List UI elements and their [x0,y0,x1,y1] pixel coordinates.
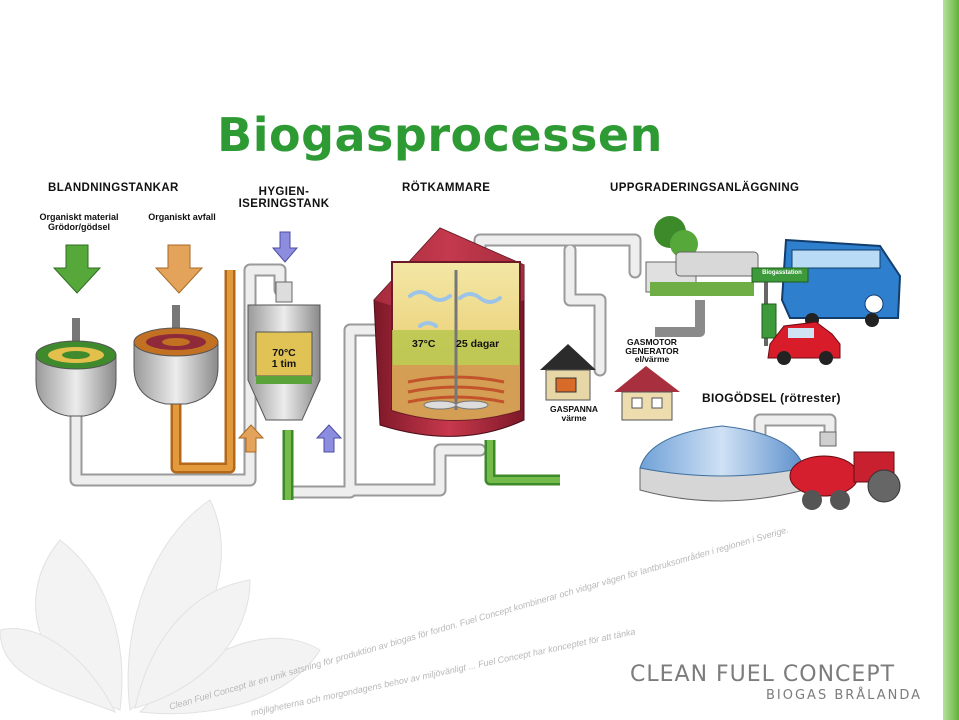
mixing-tank-2 [133,305,219,405]
section-hygien-line1: HYGIEN- [258,186,310,198]
bus [780,238,902,327]
fertilizer-storage [639,425,837,502]
upgrading-plant [645,216,759,296]
gas-engine-label: GASMOTOR GENERATOR el/värme [620,338,684,364]
hygien-time: 1 tim [271,358,297,370]
biogas-station [751,267,809,346]
station-sign: Biogasstation [762,270,802,276]
brand-name: CLEAN FUEL CONCEPT [630,662,896,687]
gas-engine-line1: GASMOTOR [627,337,677,347]
input-organic-waste: Organiskt avfall [148,212,216,222]
section-mixing-tanks: BLANDNINGSTANKAR [48,182,179,194]
gas-engine-line2: GENERATOR [625,345,679,356]
arrow-up-orange-icon [237,424,265,453]
flower-watermark [0,499,321,715]
arrow-hygien-in-icon [271,231,299,263]
car [767,321,841,365]
digester-tank [373,227,525,437]
hygien-tank-label: 70°C 1 tim [256,348,312,370]
gas-boiler-house [540,344,596,401]
process-diagram [35,216,902,510]
arrow-organic-material-icon [52,244,102,294]
side-stripe [943,0,959,720]
section-upgrading: UPPGRADERINGSANLÄGGNING [610,182,800,194]
fertilizer-label: BIOGÖDSEL (rötrester) [702,391,841,405]
gas-engine-line3: el/värme [634,354,670,364]
input-organic-material: Organiskt material [39,212,119,222]
section-digester: RÖTKAMMARE [402,182,491,194]
mixing-tank-1 [35,318,117,417]
hygienization-tank [247,281,321,421]
digester-time: 25 dagar [456,338,500,350]
tractor [789,451,901,510]
section-hygienization: HYGIEN- ISERINGSTANK [232,186,336,210]
gas-boiler-label: GASPANNA värme [544,405,604,423]
gas-boiler-line1: GASPANNA [549,404,598,414]
arrow-up-blue-icon [315,424,343,453]
gas-engine-house [614,366,680,421]
input-labels-material: Organiskt material Grödor/gödsel [36,212,122,232]
brand-sub: BIOGAS BRÅLANDA [766,688,923,703]
hygien-temp: 70°C [272,347,296,359]
section-hygien-line2: ISERINGSTANK [238,198,330,210]
digester-temp: 37°C [412,338,436,350]
arrow-organic-waste-icon [154,244,204,294]
gas-boiler-line2: värme [561,413,587,423]
page-title: Biogasprocessen [217,108,663,162]
input-crops-manure: Grödor/gödsel [47,222,110,232]
